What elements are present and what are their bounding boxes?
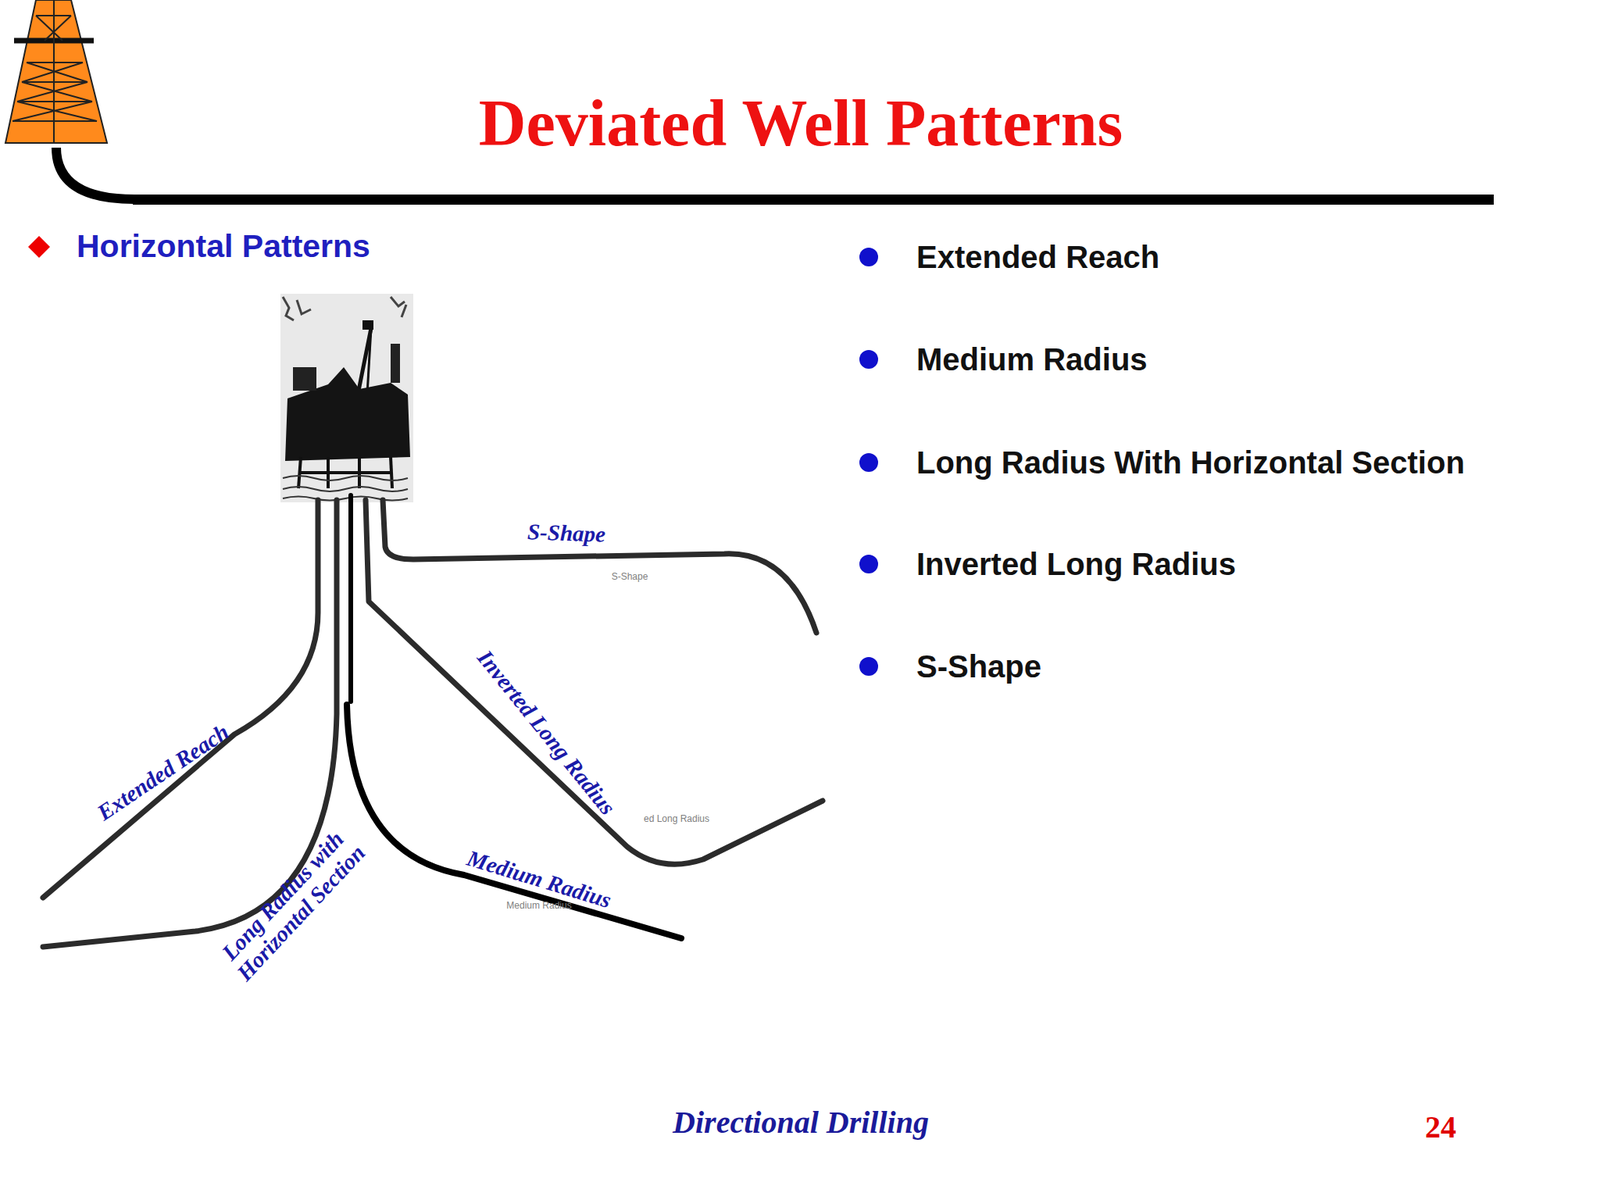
well-paths <box>42 495 823 947</box>
platform-sketch <box>280 293 414 503</box>
round-bullet <box>859 247 879 267</box>
bullet-text: Medium Radius <box>916 342 1148 377</box>
well-path <box>365 500 823 865</box>
well-label: S-Shape <box>527 519 607 547</box>
derrick-body <box>5 0 108 143</box>
section-heading: Horizontal Patterns <box>76 228 371 265</box>
well-path <box>382 500 817 633</box>
well-path <box>348 495 354 702</box>
platform-legs <box>298 457 393 489</box>
slide-title: Deviated Well Patterns <box>478 87 1123 160</box>
faint-label: ed Long Radius <box>643 814 710 825</box>
header-rule <box>132 194 1494 205</box>
photo-background <box>280 293 414 503</box>
platform-module <box>390 343 400 383</box>
well-label: Long Radius with Horizontal Section <box>199 807 386 1002</box>
derrick-lattice <box>12 0 97 143</box>
round-bullet <box>859 554 879 574</box>
bullet-text: Inverted Long Radius <box>916 546 1236 582</box>
round-bullet <box>859 453 879 472</box>
sea-lines <box>282 475 408 501</box>
crane-boom <box>367 328 372 395</box>
footer-text: Directional Drilling <box>672 1105 929 1140</box>
bullet-text: Extended Reach <box>916 239 1160 275</box>
faint-label: Medium Radius <box>506 900 572 911</box>
crane-top <box>362 320 374 330</box>
page-number: 24 <box>1425 1110 1457 1145</box>
crane-boom <box>357 328 372 395</box>
bullet-text: S-Shape <box>916 649 1042 684</box>
faint-label: S-Shape <box>611 571 649 583</box>
header-rule-curve <box>56 147 135 200</box>
well-path <box>42 500 318 898</box>
derrick-icon <box>5 0 108 143</box>
well-label: Inverted Long Radius <box>471 646 620 821</box>
well-label: Extended Reach <box>92 719 234 826</box>
platform-module <box>292 367 317 391</box>
bullet-text: Long Radius With Horizontal Section <box>916 445 1465 480</box>
round-bullet <box>859 657 879 676</box>
sketch-scribble <box>282 296 407 321</box>
diamond-bullet <box>28 235 50 258</box>
round-bullet <box>859 350 879 369</box>
